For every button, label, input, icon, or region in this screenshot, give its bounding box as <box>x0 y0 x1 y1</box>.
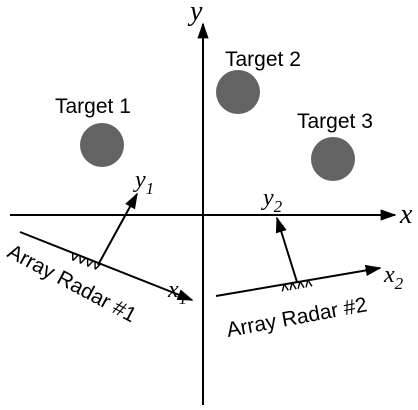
radar-2-x-axis <box>215 264 382 297</box>
target-2-circle <box>216 70 260 114</box>
radar-1-x-axis <box>19 231 194 301</box>
radar-1-frame: x1 y1 Array Radar #1 <box>4 167 194 327</box>
radar-2-y-axis <box>275 216 298 283</box>
radar-2-x-label: x2 <box>383 262 404 293</box>
radar-1-x-label: x1 <box>167 277 187 308</box>
radar-1-antenna-elements <box>71 252 102 270</box>
radar-2-antenna-elements <box>281 279 313 292</box>
radar-2-y-label: y2 <box>261 185 283 216</box>
target-3-circle <box>311 137 355 181</box>
radar-1-y-axis <box>97 192 138 266</box>
global-x-label: x <box>399 199 413 230</box>
target-1-circle <box>80 123 124 167</box>
target-2-label: Target 2 <box>225 48 301 71</box>
radar-2-frame: x2 y2 Array Radar #2 <box>215 185 404 342</box>
target-1-label: Target 1 <box>55 95 131 118</box>
radar-1-y-label: y1 <box>133 167 154 198</box>
radar-2-label: Array Radar #2 <box>225 293 369 342</box>
global-y-label: y <box>187 0 203 27</box>
target-3-label: Target 3 <box>297 110 373 133</box>
